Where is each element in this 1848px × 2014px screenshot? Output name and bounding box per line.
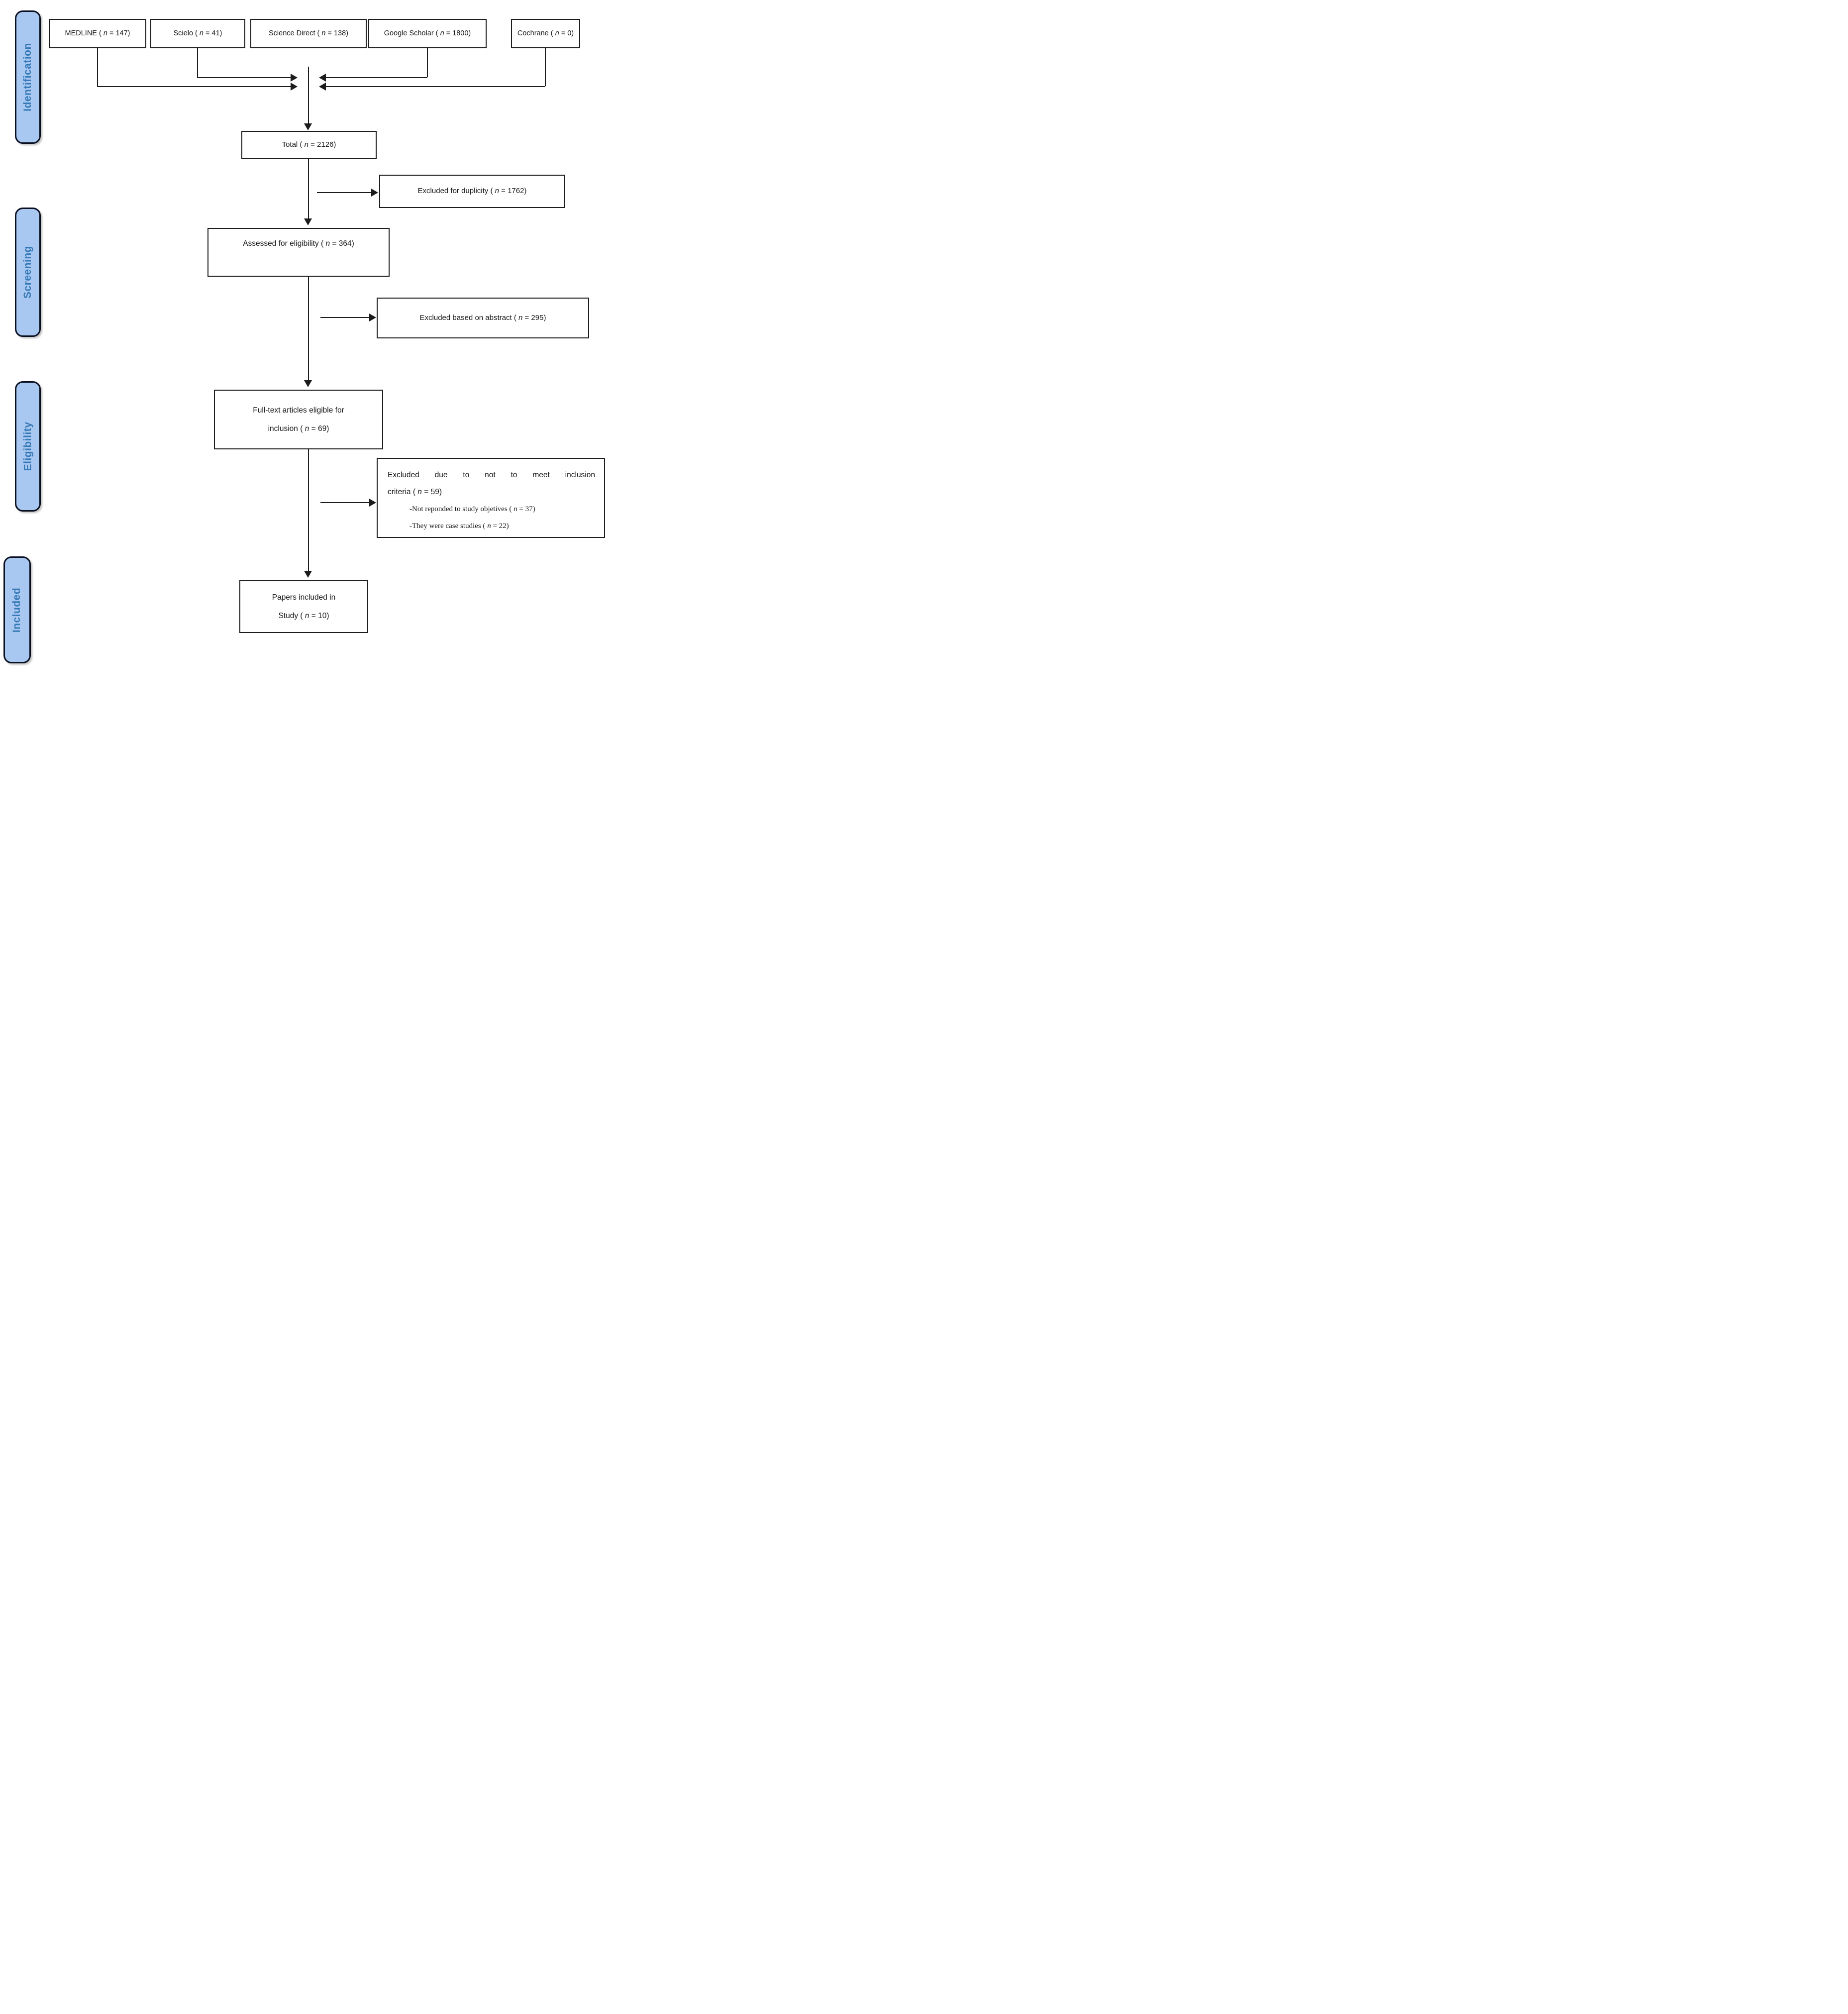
connector-assessed-to-fulltext — [308, 277, 309, 381]
total-label: Total ( n = 2126) — [282, 140, 336, 149]
connector-scielo-drop — [197, 48, 198, 77]
stage-identification-label: Identification — [22, 43, 34, 111]
excluded-criteria-box: Excluded due to not to meet inclusion cr… — [377, 458, 605, 538]
connector-branch-duplicity — [317, 192, 372, 193]
arrowhead-upper-right — [319, 74, 326, 82]
criteria-line-2: criteria ( n = 59) — [388, 488, 442, 496]
connector-sources-to-total — [308, 67, 309, 124]
arrowhead-to-duplicity — [371, 189, 378, 197]
stage-included-label: Included — [11, 587, 23, 633]
arrowhead-to-papers — [304, 571, 312, 578]
papers-box: Papers included in Study ( n = 10) — [239, 580, 368, 633]
connector-branch-criteria — [320, 502, 370, 503]
stage-screening: Screening — [15, 208, 41, 337]
stage-identification: Identification — [15, 10, 41, 144]
criteria-line-1: Excluded due to not to meet inclusion — [388, 471, 595, 479]
arrowhead-upper-left — [291, 74, 298, 82]
connector-lower-right — [326, 86, 545, 87]
stage-eligibility-label: Eligibility — [22, 422, 33, 471]
criteria-bullet-1: -Not reponded to study objetives ( n = 3… — [410, 505, 535, 513]
papers-line-2: Study ( n = 10) — [278, 612, 329, 620]
source-box-cochrane: Cochrane ( n = 0) — [511, 19, 580, 48]
fulltext-line-2: inclusion ( n = 69) — [268, 424, 329, 433]
assessed-label: Assessed for eligibility ( n = 364) — [243, 239, 354, 248]
arrowhead-to-fulltext — [304, 380, 312, 387]
connector-cochrane-drop — [545, 48, 546, 86]
connector-upper-right — [326, 77, 427, 78]
connector-branch-abstract — [320, 317, 370, 318]
arrowhead-to-criteria — [369, 499, 376, 507]
connector-upper-left — [197, 77, 292, 78]
arrowhead-lower-right — [319, 83, 326, 91]
source-box-google-scholar: Google Scholar ( n = 1800) — [368, 19, 487, 48]
excluded-abstract-label: Excluded based on abstract ( n = 295) — [419, 313, 546, 322]
prisma-flow-diagram: Identification Screening Eligibility Inc… — [0, 0, 616, 671]
source-box-medline: MEDLINE ( n = 147) — [49, 19, 146, 48]
fulltext-box: Full-text articles eligible for inclusio… — [214, 390, 383, 449]
arrowhead-to-abstract — [369, 314, 376, 321]
excluded-duplicity-label: Excluded for duplicity ( n = 1762) — [417, 187, 527, 196]
source-science-direct-label: Science Direct ( n = 138) — [269, 29, 348, 37]
arrowhead-lower-left — [291, 83, 298, 91]
excluded-abstract-box: Excluded based on abstract ( n = 295) — [377, 298, 589, 338]
connector-fulltext-to-papers — [308, 449, 309, 571]
source-google-scholar-label: Google Scholar ( n = 1800) — [384, 29, 471, 37]
criteria-bullet-2: -They were case studies ( n = 22) — [410, 522, 509, 530]
source-box-science-direct: Science Direct ( n = 138) — [250, 19, 367, 48]
connector-lower-left — [97, 86, 292, 87]
total-box: Total ( n = 2126) — [241, 131, 377, 159]
connector-total-to-assessed — [308, 159, 309, 219]
connector-medline-drop — [97, 48, 98, 86]
excluded-duplicity-box: Excluded for duplicity ( n = 1762) — [379, 175, 565, 208]
stage-eligibility: Eligibility — [15, 381, 41, 512]
arrowhead-to-total — [304, 123, 312, 130]
fulltext-line-1: Full-text articles eligible for — [253, 406, 344, 415]
source-box-scielo: Scielo ( n = 41) — [150, 19, 245, 48]
papers-line-1: Papers included in — [272, 593, 336, 602]
stage-screening-label: Screening — [22, 245, 34, 299]
source-cochrane-label: Cochrane ( n = 0) — [517, 29, 574, 37]
source-medline-label: MEDLINE ( n = 147) — [65, 29, 130, 37]
source-scielo-label: Scielo ( n = 41) — [173, 29, 222, 37]
assessed-box: Assessed for eligibility ( n = 364) — [207, 228, 390, 277]
stage-included: Included — [3, 556, 31, 663]
arrowhead-to-assessed — [304, 218, 312, 225]
connector-google-drop — [427, 48, 428, 77]
